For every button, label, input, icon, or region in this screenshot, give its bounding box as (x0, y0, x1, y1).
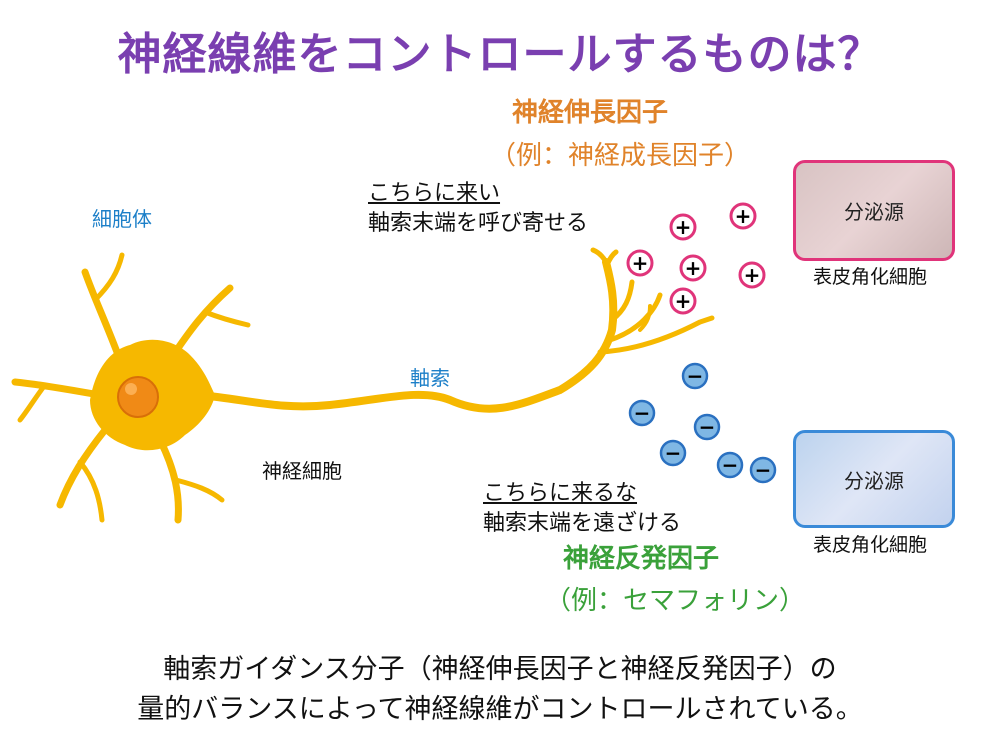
plus-ion: + (729, 202, 757, 230)
attractive-factor-name: 神経伸長因子 (512, 98, 669, 128)
plus-ion: + (626, 249, 654, 277)
minus-ion: − (716, 451, 744, 479)
cell-body-label: 細胞体 (92, 207, 152, 231)
nucleus-highlight (125, 383, 137, 395)
repulsive-factor-example: （例：セマフォリン） (545, 586, 806, 616)
plus-ion: + (669, 287, 697, 315)
dendrite (202, 309, 251, 328)
neuron-illustration (11, 247, 715, 524)
summary-line-2: 量的バランスによって神経線維がコントロールされている。 (137, 694, 863, 725)
minus-ion: − (628, 399, 656, 427)
plus-ion: + (738, 261, 766, 289)
svg-text:+: + (735, 204, 752, 228)
repulsive-molecules: − − − − − − (628, 362, 777, 484)
plus-ion: + (679, 254, 707, 282)
secretion-source-top: 分泌源 (793, 160, 955, 261)
keratinocyte-caption-top: 表皮角化細胞 (813, 266, 928, 288)
dendrite (17, 382, 48, 423)
svg-text:+: + (744, 263, 761, 287)
page-title: 神経線維をコントロールするものは？ (117, 29, 883, 80)
dendrite (92, 252, 125, 303)
svg-text:−: − (634, 401, 651, 425)
attractive-description: 軸索末端を呼び寄せる (368, 211, 589, 236)
dendrite (56, 426, 109, 509)
minus-ion: − (681, 362, 709, 390)
svg-text:−: − (687, 364, 704, 388)
minus-ion: − (693, 413, 721, 441)
axon-terminal-branch (638, 304, 652, 332)
keratinocyte-caption-bottom: 表皮角化細胞 (813, 534, 928, 556)
dendrite (11, 378, 104, 399)
axon-label: 軸索 (410, 366, 450, 390)
summary-text: 軸索ガイダンス分子（神経伸長因子と神経反発因子）の 量的バランスによって神経線維… (0, 650, 1000, 730)
neuron-label: 神経細胞 (262, 459, 342, 483)
secretion-source-label: 分泌源 (844, 200, 904, 224)
axon-terminal-branch (604, 249, 619, 268)
minus-ion: − (749, 456, 777, 484)
nucleus (117, 376, 159, 418)
svg-text:−: − (665, 441, 682, 465)
svg-text:−: − (722, 453, 739, 477)
axon-fiber (196, 258, 618, 413)
repulsive-heading: こちらに来るな (483, 481, 638, 506)
dendrite (81, 268, 124, 364)
plus-ion: + (669, 213, 697, 241)
svg-text:+: + (685, 256, 702, 280)
repulsive-factor-name: 神経反発因子 (563, 544, 720, 574)
svg-text:+: + (632, 251, 649, 275)
minus-ion: − (659, 439, 687, 467)
svg-text:+: + (675, 215, 692, 239)
attractive-factor-example: （例：神経成長因子） (490, 141, 751, 171)
attractive-molecules: + + + + + + (626, 202, 766, 315)
axon-terminal-branch (607, 292, 663, 343)
attractive-heading: こちらに来い (368, 181, 501, 206)
dendrite (173, 477, 225, 503)
svg-text:−: − (699, 415, 716, 439)
axon-terminal-branch (609, 279, 635, 323)
summary-line-1: 軸索ガイダンス分子（神経伸長因子と神経反発因子）の (163, 654, 837, 685)
axon-terminal-branch (590, 247, 609, 265)
svg-text:+: + (675, 289, 692, 313)
dendrite (77, 459, 105, 523)
secretion-source-label: 分泌源 (844, 468, 904, 493)
svg-text:−: − (755, 458, 772, 482)
secretion-source-bottom: 分泌源 (793, 430, 955, 528)
axon-terminal-branch (597, 315, 715, 355)
repulsive-description: 軸索末端を遠ざける (483, 511, 682, 536)
